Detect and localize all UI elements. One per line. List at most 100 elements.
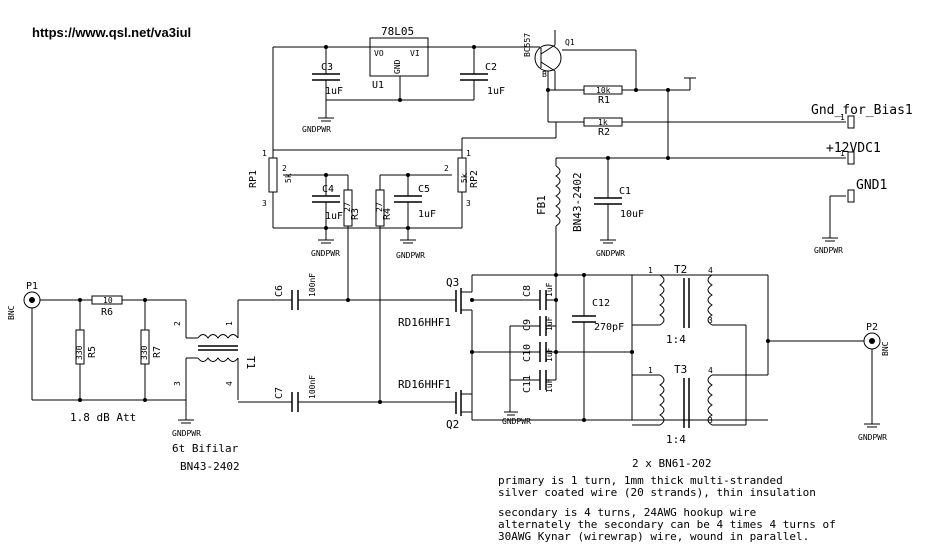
bias-network: 10k R1 1k R2 (546, 71, 846, 158)
winding-notes: primary is 1 turn, 1mm thick multi-stran… (498, 474, 836, 543)
t1-ref: T1 (244, 356, 257, 369)
regulator-vo-pin: VO (374, 49, 384, 58)
c12-value: 270pF (594, 322, 624, 333)
transistor-q1: BC557 Q1 B (523, 30, 637, 90)
svg-text:3: 3 (262, 199, 267, 208)
r6-ref: R6 (101, 307, 113, 318)
connector-gnd-label: GND1 (856, 178, 887, 193)
connector-gnd[interactable] (847, 189, 855, 203)
c10-ref: C10 (522, 344, 533, 362)
r3-ref: R3 (350, 208, 361, 220)
connector-bias-label: Gnd_for_Bias1 (811, 103, 913, 118)
svg-text:1: 1 (262, 149, 267, 158)
c4-ref: C4 (322, 184, 334, 195)
c5-value: 1uF (418, 209, 436, 220)
regulator-vi-pin: VI (410, 49, 420, 58)
p1-ref: P1 (26, 281, 38, 292)
q2-ref: Q2 (446, 418, 459, 431)
connectors-right: Gnd_for_Bias1 1 +12VDC1 1 GND1 GNDPWR (556, 103, 913, 255)
gnd-label-connector: GNDPWR (814, 246, 843, 255)
r7-value: 330 (140, 345, 149, 360)
connector-vdc[interactable] (847, 151, 855, 165)
rp2-ref: RP2 (469, 170, 480, 188)
transformer-t2: T2 1:4 1 4 3 (632, 263, 746, 346)
r6-value: 10 (103, 296, 113, 305)
c9-ref: C9 (522, 319, 533, 331)
svg-text:1: 1 (225, 321, 234, 326)
r1-value: 10k (596, 86, 611, 95)
svg-text:3: 3 (708, 416, 713, 425)
r1-ref: R1 (598, 95, 610, 106)
t2-ref: T2 (674, 263, 687, 276)
output-connector: P2 BNC GNDPWR (858, 322, 890, 442)
mosfet-q2: Q2 RD16HHF1 (398, 378, 472, 431)
svg-text:3: 3 (466, 199, 471, 208)
rp2-value: 5k (460, 173, 469, 183)
c9-value: 1uF (545, 316, 554, 331)
c8-value: 1uF (545, 282, 554, 297)
svg-text:1: 1 (466, 149, 471, 158)
mosfet-q3: Q3 RD16HHF1 (398, 275, 473, 420)
c1-value: 10uF (620, 209, 644, 220)
r3-value: 27 (343, 202, 352, 212)
transistor-q1-body (534, 44, 562, 72)
svg-text:3: 3 (708, 316, 713, 325)
svg-text:1: 1 (648, 366, 653, 375)
c4-value: 1uF (325, 211, 343, 222)
r2-value: 1k (598, 118, 608, 127)
regulator-section: 78L05 VO VI GND U1 C3 1uF C2 1uF GNDPWR (272, 25, 525, 150)
gnd-label-decoupling: GNDPWR (502, 417, 531, 426)
note-line-1: primary is 1 turn, 1mm thick multi-stran… (498, 474, 783, 487)
svg-text:4: 4 (708, 366, 713, 375)
c7-ref: C7 (274, 387, 285, 399)
c8-ref: C8 (522, 285, 533, 297)
connector-vdc-label: +12VDC1 (826, 141, 881, 156)
fb1-value: BN43-2402 (571, 172, 584, 232)
c3-ref: C3 (321, 62, 333, 73)
q2-value: RD16HHF1 (398, 378, 451, 391)
t3-ref: T3 (674, 363, 687, 376)
gate-bias-section: RP1 5k 1 3 2 C4 1uF R3 27 GNDPWR R4 27 (248, 122, 557, 402)
connector-bias[interactable] (847, 115, 855, 129)
gnd-label-c1: GNDPWR (596, 249, 625, 258)
r5-ref: R5 (87, 346, 98, 358)
c10-value: 1uF (545, 347, 554, 362)
gnd-label-c4: GNDPWR (311, 249, 340, 258)
gnd-label-c5: GNDPWR (396, 251, 425, 260)
svg-text:2: 2 (444, 164, 449, 173)
gnd-label-input: GNDPWR (172, 429, 201, 438)
coupling-caps: C6 100nF C7 100nF (238, 273, 448, 412)
r4-ref: R4 (382, 208, 393, 220)
gnd-label-output: GNDPWR (858, 433, 887, 442)
c2-value: 1uF (487, 86, 505, 97)
t3-ratio: 1:4 (666, 433, 686, 446)
q1-ref: Q1 (565, 38, 575, 47)
svg-text:2: 2 (282, 164, 287, 173)
c3-value: 1uF (325, 86, 343, 97)
t2-ratio: 1:4 (666, 333, 686, 346)
fb1-ref: FB1 (535, 195, 548, 215)
rp1-body (268, 157, 278, 193)
note-line-2: silver coated wire (20 strands), thin in… (498, 486, 816, 499)
header-url: https://www.qsl.net/va3iul (32, 25, 191, 40)
p2-type: BNC (881, 341, 890, 356)
regulator-value: 78L05 (381, 25, 414, 38)
r5-value: 330 (75, 345, 84, 360)
transformer-t3: T3 1:4 1 4 3 (632, 363, 768, 446)
c1-ref: C1 (619, 186, 631, 197)
regulator-u1-body (369, 37, 429, 77)
transformer-t1: T1 2 1 3 4 6t Bifilar BN43-2402 (172, 300, 257, 473)
p1-type: BNC (7, 305, 16, 320)
p2-ref: P2 (866, 322, 878, 333)
q3-ref: Q3 (446, 276, 459, 289)
c7-value: 100nF (308, 375, 317, 399)
q3-value: RD16HHF1 (398, 316, 451, 329)
svg-text:1: 1 (840, 113, 845, 122)
c5-ref: C5 (418, 184, 430, 195)
c6-ref: C6 (274, 285, 285, 297)
regulator-ref: U1 (372, 80, 384, 91)
drain-section: C8 1uF C9 1uF C10 1uF C11 1uF GNDPWR C12 (470, 273, 768, 426)
note-line-3: secondary is 4 turns, 24AWG hookup wire (498, 506, 756, 519)
q1-value: BC557 (523, 33, 532, 57)
c6-value: 100nF (308, 273, 317, 297)
